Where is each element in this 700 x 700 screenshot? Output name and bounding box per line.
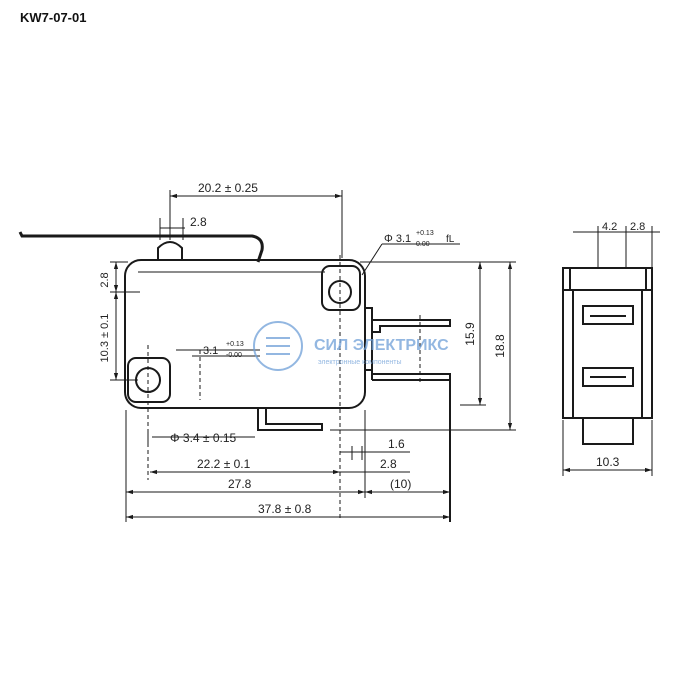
terminal-bottom [257, 408, 323, 431]
dim-hole-top-tol-minus: 0.00 [416, 241, 430, 248]
lever-arm [18, 231, 264, 263]
mounting-boss-top [321, 265, 361, 311]
dim-22-2: 22.2 ± 0.1 [197, 457, 251, 471]
dim-1-6: 1.6 [388, 437, 405, 451]
watermark: СИЛ ЭЛЕКТРИКС электронные компоненты [253, 321, 449, 371]
plunger [157, 241, 183, 260]
dim-10-3-side: 10.3 [596, 455, 620, 469]
watermark-brand: СИЛ ЭЛЕКТРИКС [314, 337, 449, 354]
switch-side-view [562, 267, 653, 445]
dim-hole-inner-tol-plus: +0.13 [226, 341, 244, 348]
dim-18-8: 18.8 [493, 334, 507, 358]
dim-hole-top-tol-plus: +0.13 [416, 230, 434, 237]
watermark-tagline: электронные компоненты [318, 359, 402, 366]
dim-2-8-top: 2.8 [190, 215, 207, 229]
terminal-lower [365, 369, 451, 381]
dim-hole-top-main: Φ 3.1 [384, 233, 411, 245]
document-title: KW7-07-01 [20, 10, 87, 25]
watermark-logo-icon [253, 321, 303, 371]
dim-2-8-side: 2.8 [630, 221, 645, 233]
dim-15-9: 15.9 [463, 322, 477, 346]
dim-37-8: 37.8 ± 0.8 [258, 502, 312, 516]
side-dimension-lines [562, 226, 660, 476]
switch-front-view [18, 231, 451, 431]
dim-hole-inner-tol-minus: -0.00 [226, 352, 242, 359]
dim-hole-inner-main: 3.1 [203, 345, 218, 357]
dim-2-8-bottom: 2.8 [380, 457, 397, 471]
dim-10: (10) [390, 477, 411, 491]
dim-20-2: 20.2 ± 0.25 [198, 181, 258, 195]
terminal-upper [365, 307, 451, 333]
mounting-hole-top [328, 280, 352, 304]
dim-4-2: 4.2 [602, 221, 617, 233]
centerlines [147, 255, 421, 520]
dim-2-8-left: 2.8 [99, 272, 111, 287]
dim-27-8: 27.8 [228, 477, 252, 491]
dim-hole-top-suffix: fL [446, 234, 455, 245]
dim-phi-3-4: Φ 3.4 ± 0.15 [170, 431, 237, 445]
dimension-lines [110, 190, 516, 522]
dim-10-3-left: 10.3 ± 0.1 [99, 314, 111, 363]
switch-body [124, 259, 366, 409]
